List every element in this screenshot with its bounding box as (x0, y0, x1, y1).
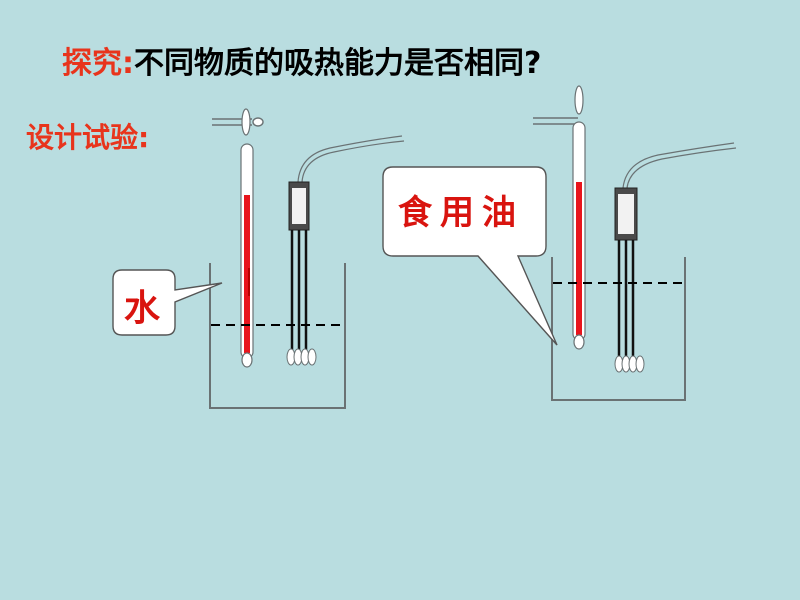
page-title: 探究:不同物质的吸热能力是否相同? (62, 38, 541, 82)
title-colon: : (122, 46, 134, 81)
oil-clamp (533, 117, 578, 125)
water-beaker (209, 263, 346, 409)
water-setup (112, 108, 405, 409)
subtitle: 设计试验: (26, 121, 150, 154)
oil-setup (382, 85, 737, 401)
oil-thermometer (572, 85, 586, 350)
oil-label: 食用油 (398, 193, 524, 233)
oil-callout (382, 166, 558, 346)
water-callout (112, 269, 223, 336)
water-label: 水 (124, 287, 161, 329)
oil-heater (614, 142, 737, 373)
title-prefix: 探究 (62, 46, 122, 81)
oil-thermometer-column (576, 182, 582, 335)
oil-beaker (551, 257, 686, 401)
water-heater (286, 135, 405, 366)
water-thermometer (240, 108, 254, 368)
water-thermometer-column (244, 195, 250, 353)
title-question: 不同物质的吸热能力是否相同? (134, 46, 542, 81)
water-clamp (212, 117, 264, 127)
